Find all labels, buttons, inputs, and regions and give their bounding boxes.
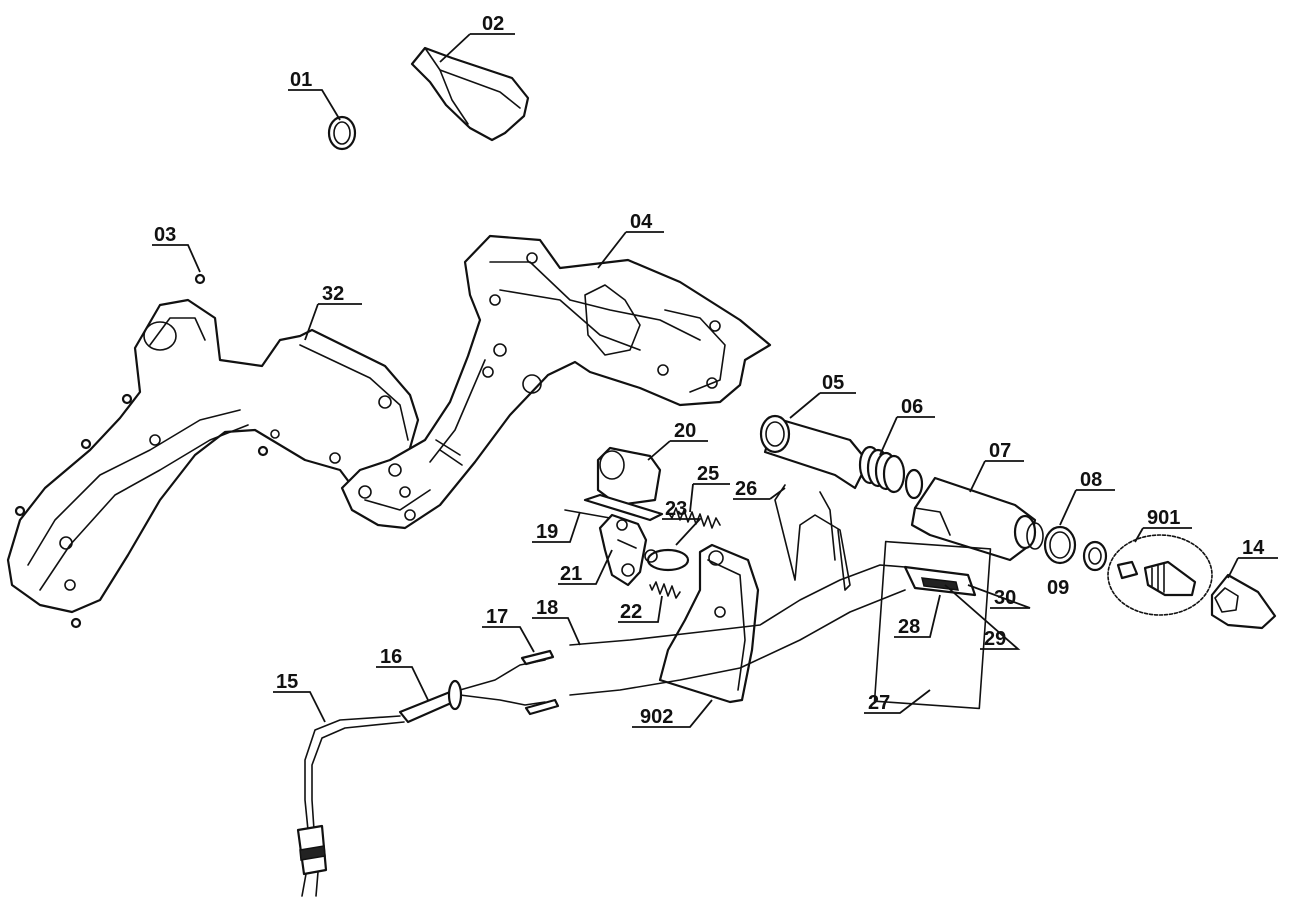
callout-28: 28 [898,616,920,638]
callout-03: 03 [154,224,176,246]
part-20-trigger-housing [583,446,664,522]
callout-06: 06 [901,396,923,418]
part-25-spring [667,507,721,529]
part-19-pin [564,509,611,519]
part-901-nozzle-assembly [1107,534,1213,616]
part-23-magnet [644,548,690,572]
callout-08: 08 [1080,469,1102,491]
callout-17: 17 [486,606,508,628]
callout-32: 32 [322,283,344,305]
part-07-chamber [910,476,1044,562]
callout-15: 15 [276,671,298,693]
part-09-washer [1082,540,1108,572]
part-14-nozzle-tip [1210,573,1277,630]
callout-18: 18 [536,597,558,619]
callout-01: 01 [290,69,312,91]
callout-19: 19 [536,521,558,543]
part-27-pcb-assembly [873,540,992,710]
callout-22: 22 [620,601,642,623]
part-04-right-housing [340,234,772,530]
part-08-oring [1043,525,1077,565]
callout-25: 25 [697,463,719,485]
part-16-strain-relief [398,679,463,724]
part-05-tube [759,414,870,490]
callout-20: 20 [674,420,696,442]
part-21-lever [598,513,648,587]
callout-04: 04 [630,211,653,233]
part-02-guard [410,46,530,142]
callout-16: 16 [380,646,402,668]
callout-14: 14 [1242,537,1265,559]
part-26-wire-clip [774,484,851,591]
callout-09: 09 [1047,577,1069,599]
callout-30: 30 [994,587,1016,609]
part-22-spring [649,581,681,599]
part-15-power-cord [296,715,405,897]
callout-07: 07 [989,440,1011,462]
part-902-switch-plate [658,543,760,704]
callout-26: 26 [735,478,757,500]
callout-02: 02 [482,13,504,35]
part-17-connectors [520,649,560,716]
callout-labels: 01 02 03 04 05 06 07 08 09 901 14 20 25 … [154,13,1265,728]
callout-902: 902 [640,706,673,728]
callout-27: 27 [868,692,890,714]
callout-21: 21 [560,563,582,585]
part-06-spring [858,445,924,500]
leader-lines [152,33,1278,728]
callout-23: 23 [665,498,687,520]
part-32-left-housing [6,298,420,614]
part-01-ring [327,115,357,151]
callout-29: 29 [984,628,1006,650]
callout-901: 901 [1147,507,1180,529]
part-03-screws [14,273,269,629]
callout-05: 05 [822,372,844,394]
